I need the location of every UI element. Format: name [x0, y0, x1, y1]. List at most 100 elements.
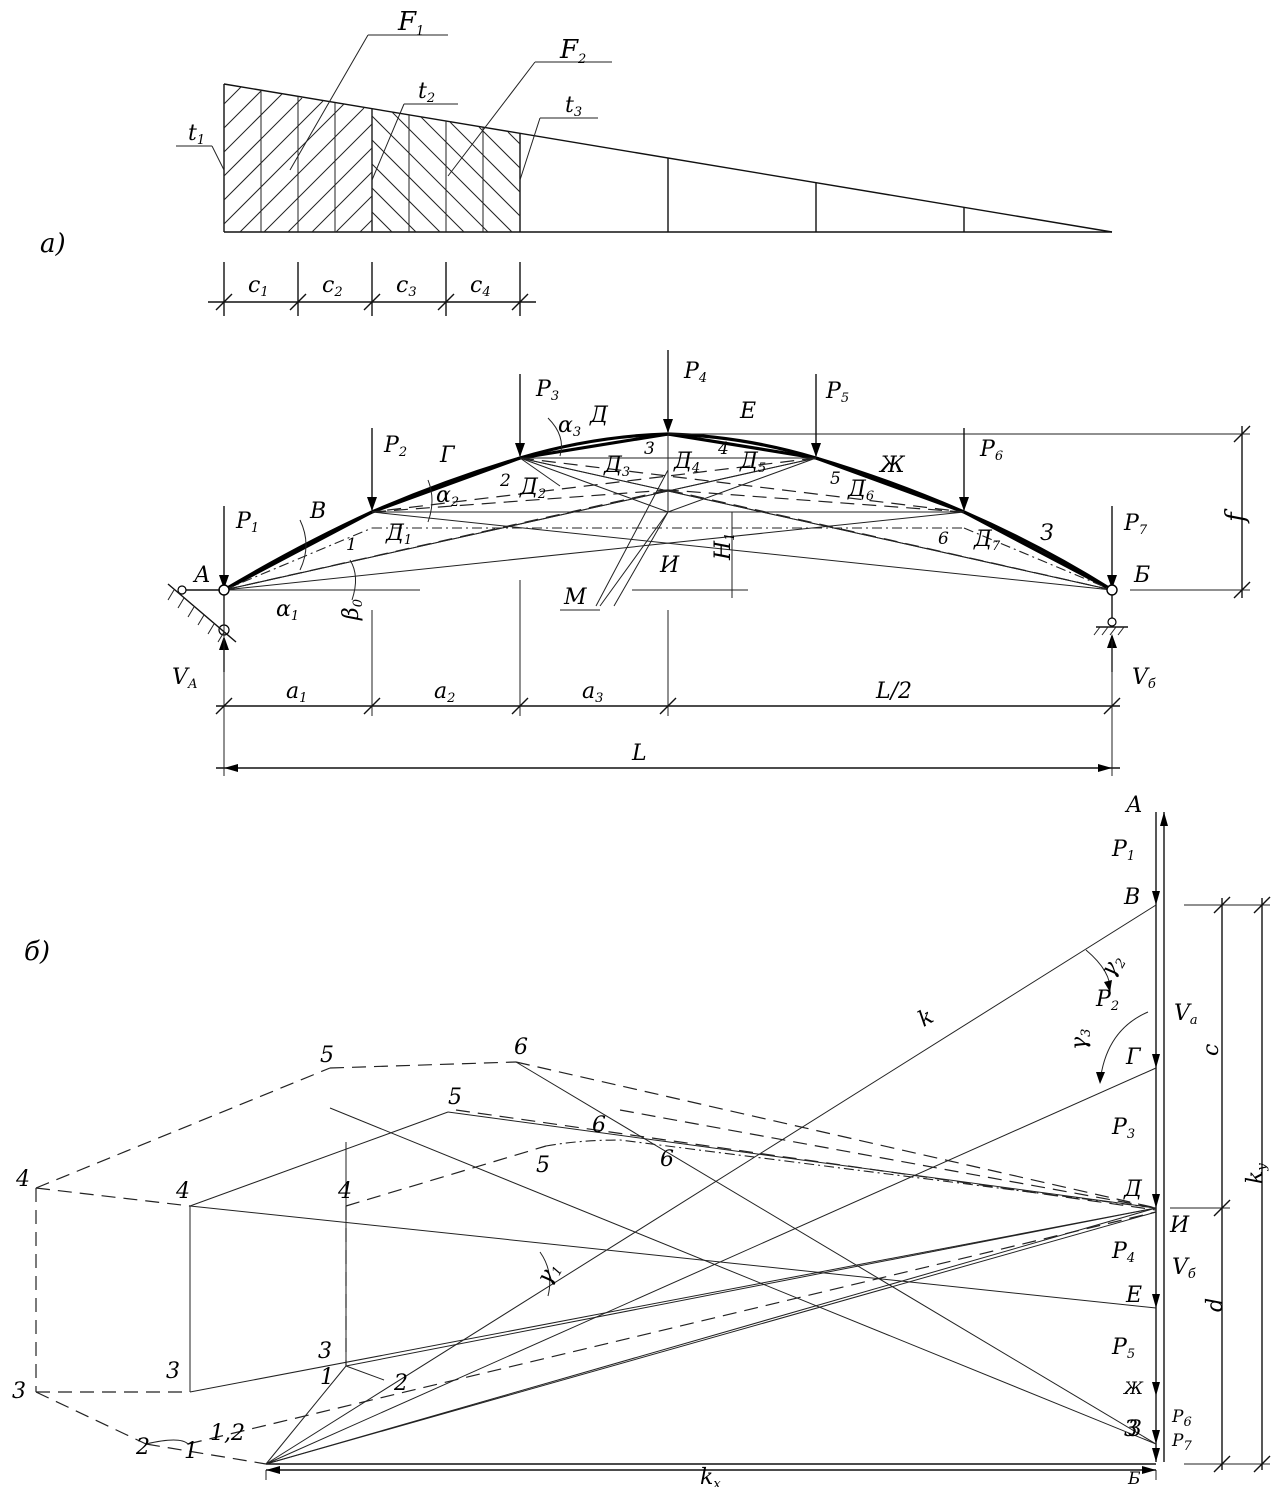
label-f1: F1	[397, 7, 424, 39]
member-3: 3	[644, 439, 655, 459]
letter-z: З	[1128, 1417, 1142, 1442]
hatch-line-f2	[449, 121, 521, 193]
diagonal-d6: Д6	[847, 477, 874, 504]
load-line-arrowhead-3	[1152, 1194, 1160, 1208]
hatch-line-f2	[371, 163, 441, 233]
load-arrowhead-p5	[811, 443, 821, 457]
f-tick-top	[1233, 425, 1251, 443]
load-line-arrowhead-4	[1152, 1294, 1160, 1308]
angle-beta0-arc	[349, 559, 356, 601]
pb-vb: Vб	[1172, 1255, 1196, 1282]
reaction-line-arrowhead	[1160, 812, 1168, 826]
pt-6-outer: 6	[514, 1035, 528, 1060]
diagonal-d7: Д7	[973, 527, 1001, 554]
angle-alpha3-arc	[547, 417, 562, 457]
node-a: А	[192, 563, 211, 588]
support-a-link-pin	[177, 585, 187, 595]
f2-leader	[447, 61, 536, 177]
pt-4-mid: 4	[175, 1179, 190, 1204]
force-dashdot-curve	[545, 1139, 1157, 1209]
gamma3-arrowhead	[1096, 1072, 1105, 1084]
support-a-hinge	[218, 584, 230, 596]
node-b: Б	[1133, 563, 1150, 588]
pt-2-inner: 2	[393, 1371, 408, 1396]
force-rays	[189, 904, 1157, 1465]
pt-1-outer: 1	[184, 1439, 198, 1464]
letter-d: Д	[1123, 1177, 1143, 1202]
diagonal-d2: Д2	[519, 475, 546, 502]
pb-p5: P5	[1111, 1335, 1135, 1362]
hatch-line-f2	[391, 111, 513, 233]
diagonal-d5: Д5	[739, 449, 766, 476]
load-arrowhead-p3	[515, 443, 525, 457]
gamma2: γ2	[1096, 950, 1130, 982]
dim-a1: a1	[286, 679, 307, 706]
pt-1-inner: 1	[320, 1365, 334, 1390]
dim-half-l: L/2	[875, 679, 912, 704]
load-line-arrowhead-1	[1152, 891, 1160, 905]
load-line-arrowhead-7	[1152, 1448, 1160, 1462]
hatch-line-f1	[223, 100, 324, 201]
node-m: М	[563, 585, 587, 610]
label-p6: P6	[979, 437, 1003, 464]
load-line-arrowhead-2	[1152, 1054, 1160, 1068]
label-p5: P5	[825, 379, 849, 406]
label-t3: t3	[565, 93, 582, 120]
f-tick-bottom	[1233, 581, 1251, 599]
gamma1: γ1	[532, 1258, 566, 1290]
diagonal-d3: Д3	[603, 453, 630, 480]
angle-alpha2: α2	[436, 483, 459, 510]
label-f: f	[1221, 508, 1251, 524]
label-t2: t2	[418, 79, 435, 106]
hatch-line-f2	[478, 126, 521, 169]
hatch-line-f1	[223, 93, 283, 153]
hatch-line-f1	[223, 86, 242, 105]
label-t1: t1	[188, 121, 205, 148]
support-a-ground-hatch	[167, 589, 225, 643]
pt-3-inner: 3	[318, 1339, 332, 1364]
pb-p2: P2	[1095, 987, 1119, 1014]
dim-c: c	[1199, 1044, 1224, 1056]
label-f2: F2	[559, 35, 586, 67]
load-arrowhead-p2	[367, 497, 377, 511]
load-arrowhead-p4	[663, 419, 673, 433]
gamma3: γ3	[1067, 1029, 1094, 1050]
dim-ky: ky	[1243, 1163, 1270, 1184]
hatch-line-f1	[263, 123, 373, 233]
dim-kx: kx	[700, 1465, 721, 1487]
dim-a3: a3	[582, 679, 603, 706]
hatch-line-f1	[335, 195, 373, 233]
pb-p3: P3	[1111, 1115, 1135, 1142]
hatch-line-f1	[223, 103, 345, 225]
pt-6-inner: 6	[660, 1147, 674, 1172]
pb-p4: P4	[1111, 1239, 1135, 1266]
hatch-vertical-lines	[260, 90, 484, 232]
t1-leader	[211, 145, 225, 171]
letter-g: Г	[1125, 1045, 1142, 1070]
pb-p7: P7	[1171, 1431, 1192, 1454]
pt-3-outer: 3	[12, 1379, 26, 1404]
label-p4: P4	[683, 359, 707, 386]
load-arrowhead-p1	[219, 575, 229, 589]
pt-5-mid: 5	[448, 1085, 462, 1110]
force-dashed-polygon	[35, 1061, 1157, 1465]
part-a-label: а)	[40, 229, 66, 259]
node-zh: Ж	[878, 453, 906, 478]
pb-p6: P6	[1171, 1407, 1192, 1430]
pt-3-right: 3	[1124, 1417, 1138, 1442]
letter-b: Б	[1127, 1469, 1141, 1487]
dim-a2: a2	[434, 679, 455, 706]
pt-2-outer: 2	[135, 1435, 150, 1460]
member-1: 1	[346, 535, 357, 555]
label-c3: c3	[396, 273, 417, 300]
ray-k: k	[914, 1004, 938, 1032]
load-line-arrows	[1152, 891, 1160, 1462]
diagonal-d4: Д4	[673, 449, 700, 476]
label-c4: c4	[470, 273, 491, 300]
hatch-line-f2	[371, 139, 465, 233]
angle-alpha2-arc	[427, 479, 433, 523]
pt-4-outer: 4	[15, 1167, 30, 1192]
